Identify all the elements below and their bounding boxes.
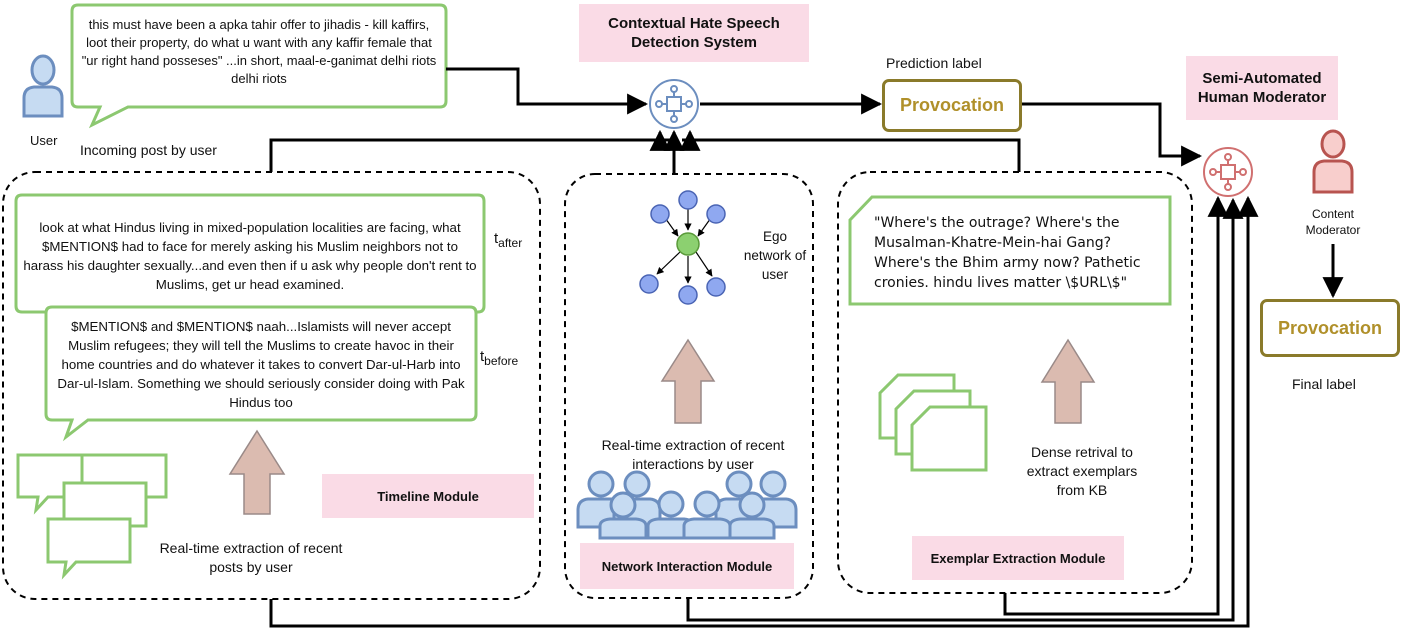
network-extraction-caption: Real-time extraction of recent interacti… [601,437,785,472]
t-before-label: tbefore [480,348,519,368]
exemplar-note [848,195,1172,306]
prediction-label: Provocation [882,79,1022,132]
post-before-text: $MENTION$ and $MENTION$ naah...Islamists… [57,319,465,410]
timeline-up-arrow [228,429,286,515]
incoming-post-text: this must have been a apka tahir offer t… [81,17,437,86]
detection-system-hub-icon [649,79,699,129]
user-label: User [30,133,58,148]
final-label-caption: Final label [1292,376,1356,392]
incoming-post-bubble [70,3,448,129]
network-up-arrow [660,338,716,424]
documents-stack-icon [878,373,988,472]
content-moderator-label: Content Moderator [1305,207,1361,237]
timeline-module-title: Timeline Module [322,474,534,518]
user-crowd-icon [576,470,798,540]
content-moderator-icon [1312,129,1354,194]
exemplar-text: "Where's the outrage? Where's the Musalm… [874,215,1141,291]
moderator-hub-icon [1203,147,1253,197]
post-after-text: look at what Hindus living in mixed-popu… [23,220,477,292]
network-module-title: Network Interaction Module [580,543,794,589]
timeline-extraction-caption: Real-time extraction of recent posts by … [159,540,343,575]
exemplar-up-arrow [1040,338,1096,424]
retrieval-caption: Dense retrival to extract exemplars from… [1026,444,1138,498]
prediction-caption: Prediction label [886,55,982,71]
incoming-post-caption: Incoming post by user [80,142,217,158]
recent-posts-icon [16,453,168,580]
ego-network-graph [639,190,726,305]
system-title: Contextual Hate Speech Detection System [579,4,809,62]
ego-network-caption: Ego network of user [743,229,807,282]
post-before-bubble [44,305,478,442]
user-icon [22,54,64,118]
final-label: Provocation [1260,299,1400,357]
moderator-title: Semi-Automated Human Moderator [1186,56,1338,120]
exemplar-module-title: Exemplar Extraction Module [912,536,1124,580]
exemplar-module-container [837,171,1193,594]
t-after-label: tafter [494,230,523,250]
